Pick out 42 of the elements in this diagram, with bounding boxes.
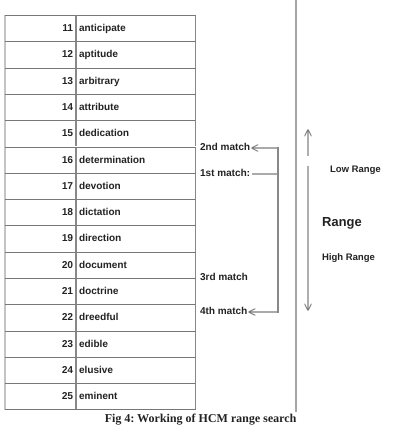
number-cell: 21 [5,278,77,304]
arrow [248,308,277,316]
number-cell: 24 [5,356,77,384]
word-cell: anticipate [77,15,196,42]
word-cell: dreedful [77,304,196,331]
number-cell: 14 [5,94,77,120]
number-cell: 11 [5,15,77,42]
number-cell: 15 [5,120,77,146]
match-label: 1st match: [200,168,250,180]
number-cell: 18 [5,199,77,226]
word-cell: doctrine [77,278,196,304]
number-cell: 13 [5,68,77,94]
word-cell: elusive [77,356,196,384]
caption: Fig 4: Working of HCM range search [104,411,298,426]
word-cell: dictation [77,199,196,226]
match-label: 4th match [200,306,248,318]
word-cell: determination [77,146,196,173]
number-cell: 12 [5,41,77,68]
number-cell: 22 [5,304,77,331]
match-label: 2nd match [200,142,250,154]
range-label: Range [322,214,362,229]
range-label: High Range [322,252,375,263]
word-cell: document [77,252,196,278]
match-label: 3rd match [200,272,248,284]
number-cell: 23 [5,330,77,357]
word-cell: aptitude [77,41,196,68]
word-cell: dedication [77,120,196,146]
bracket-line [277,147,279,313]
word-cell: direction [77,225,196,252]
word-cell: eminent [77,383,196,410]
word-cell: arbitrary [77,68,196,94]
connector-line [252,173,277,175]
arrow [250,144,277,152]
range-label: Low Range [330,164,381,175]
number-cell: 25 [5,383,77,410]
number-cell: 16 [5,146,77,173]
word-cell: devotion [77,172,196,200]
number-cell: 19 [5,225,77,252]
word-cell: attribute [77,94,196,120]
word-cell: edible [77,330,196,357]
number-cell: 17 [5,172,77,200]
number-cell: 20 [5,252,77,278]
